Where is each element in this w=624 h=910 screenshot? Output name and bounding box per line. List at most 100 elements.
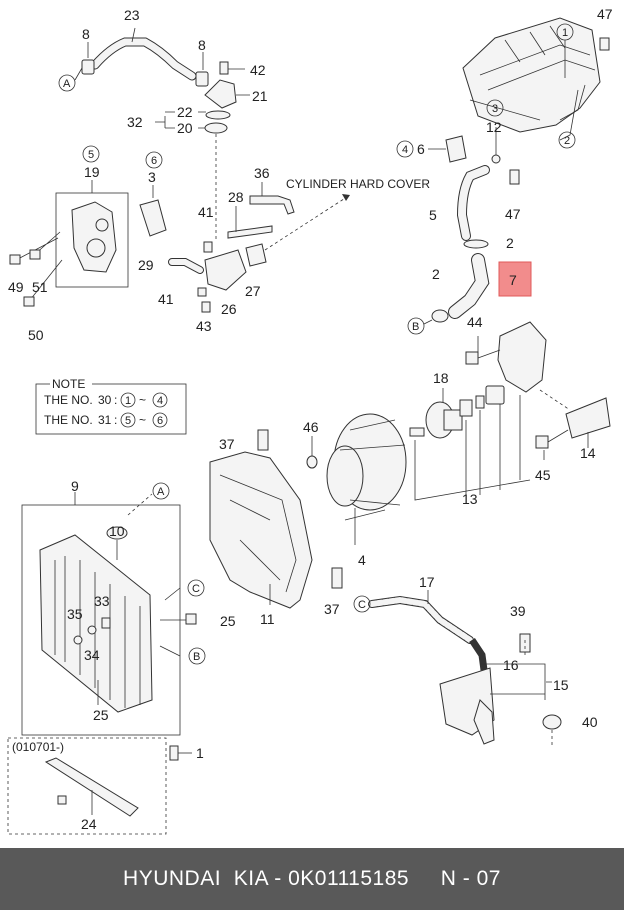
note-line2-from: 5: [125, 415, 131, 427]
circle-C2: C: [353, 595, 371, 613]
circle-5: 5: [82, 145, 100, 163]
clamp-2b: [431, 309, 449, 323]
label-39: 39: [510, 603, 526, 619]
label-19: 19: [84, 164, 100, 180]
label-18: 18: [433, 370, 449, 386]
radiator-9: [39, 534, 153, 713]
svg-text:B: B: [193, 651, 200, 663]
bolt-44: [465, 351, 479, 365]
bolt-51: [29, 249, 41, 260]
bushing: [485, 385, 505, 405]
label-22: 22: [177, 104, 193, 120]
label-29: 29: [138, 257, 154, 273]
label-10: 10: [109, 523, 125, 539]
hose-16: [469, 638, 488, 671]
fan-shroud-11: [209, 451, 313, 609]
note-line1-prefix: THE NO.: [44, 393, 93, 407]
label-42: 42: [250, 62, 266, 78]
bracket-14: [565, 397, 611, 439]
label-28: 28: [228, 189, 244, 205]
footer-part-number: HYUNDAI KIA - 0K01115185 N - 07: [123, 867, 501, 890]
label-5: 5: [429, 207, 437, 223]
bolt-47b: [599, 37, 610, 51]
thermostat-20: [204, 122, 228, 134]
label-14: 14: [580, 445, 596, 461]
label-3a: 3: [148, 169, 156, 185]
note-line2-sep: :: [114, 413, 117, 427]
gasket-27: [245, 243, 267, 267]
bracket-44: [497, 321, 547, 393]
bolt-49: [9, 254, 21, 265]
label-34: 34: [84, 647, 100, 663]
label-51: 51: [32, 279, 48, 295]
clamp-8a: [81, 59, 95, 75]
label-21: 21: [252, 88, 268, 104]
note-line1-sep: :: [114, 393, 117, 407]
label-11: 11: [260, 611, 275, 627]
label-26: 26: [221, 301, 237, 317]
label-12: 12: [486, 119, 502, 135]
circle-B1: B: [407, 317, 425, 335]
water-pump-19: [71, 201, 117, 273]
cap-10: [106, 526, 128, 540]
label-2b: 2: [432, 266, 440, 282]
nut-46: [306, 455, 318, 469]
label-2a: 2: [506, 235, 514, 251]
label-4: 4: [358, 552, 366, 568]
svg-text:1: 1: [562, 27, 568, 39]
circle-2: 2: [558, 131, 576, 149]
nut-40: [542, 714, 562, 730]
note-line2-tilde: ~: [139, 413, 146, 427]
svg-text:B: B: [412, 321, 419, 333]
svg-text:A: A: [63, 78, 71, 90]
drain-34: [87, 625, 97, 635]
svg-text:C: C: [358, 599, 366, 611]
svg-text:A: A: [157, 486, 165, 498]
label-15: 15: [553, 677, 569, 693]
plug-35: [73, 635, 83, 645]
label-50: 50: [28, 327, 44, 343]
circle-A1: A: [58, 74, 76, 92]
clip-25: [185, 613, 197, 625]
svg-text:5: 5: [88, 149, 94, 161]
bolt-47a: [509, 169, 520, 185]
bolt-50: [23, 296, 35, 307]
note-line2-to: 6: [157, 415, 163, 427]
o-ring-12: [491, 154, 501, 164]
circle-4: 4: [396, 140, 414, 158]
label-24: 24: [81, 816, 97, 832]
label-35: 35: [67, 606, 83, 622]
variant-box: [7, 737, 167, 835]
flange-6: [445, 135, 467, 163]
label-6: 6: [417, 141, 425, 157]
screw-48: [57, 795, 67, 805]
label-20: 20: [177, 120, 193, 136]
label-7: 7: [509, 272, 517, 288]
label-40: 40: [582, 714, 598, 730]
label-41a: 41: [198, 204, 214, 220]
note-line1-tilde: ~: [139, 393, 146, 407]
reservoir-15: [439, 667, 495, 745]
svg-text:4: 4: [402, 144, 408, 156]
note-line1-from: 1: [125, 395, 131, 407]
svg-text:C: C: [192, 583, 200, 595]
label-33: 33: [94, 593, 110, 609]
bolt-41: [203, 241, 213, 253]
label-8b: 8: [198, 37, 206, 53]
footer-bar: HYUNDAI KIA - 0K01115185 N - 07: [0, 848, 624, 910]
label-32: 32: [127, 114, 143, 130]
label-13: 13: [462, 491, 478, 507]
water-outlet-26: [204, 249, 247, 291]
label-37b: 37: [324, 601, 340, 617]
variant-label: (010701-): [12, 740, 64, 754]
label-16: 16: [503, 657, 519, 673]
highlight-box-7[interactable]: [498, 261, 532, 297]
cylinder-hard-cover-label: CYLINDER HARD COVER: [286, 177, 430, 191]
circle-C1: C: [187, 579, 205, 597]
label-47a: 47: [505, 206, 521, 222]
svg-text:3: 3: [492, 103, 498, 115]
circle-A2: A: [152, 482, 170, 500]
plate-24: [44, 757, 139, 817]
label-49: 49: [8, 279, 24, 295]
clamp-8b: [195, 71, 209, 87]
